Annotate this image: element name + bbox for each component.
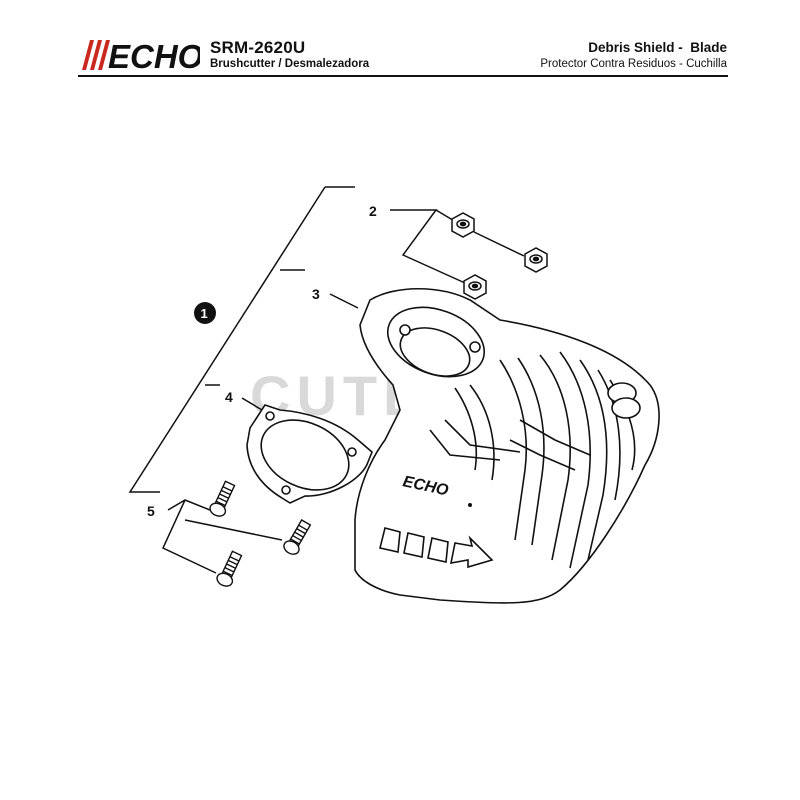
plate-part (246, 404, 373, 504)
brand-logo-text: ECHO (108, 38, 200, 72)
page-header: ECHO SRM-2620U Brushcutter / Desmalezado… (0, 0, 800, 90)
rotation-arrows (379, 527, 494, 569)
section-title: Debris Shield - Blade (588, 40, 727, 55)
bolt-icon (216, 550, 243, 587)
product-type: Brushcutter / Desmalezadora (210, 58, 370, 70)
callout-assembly: 1 (201, 306, 208, 321)
callout-bolt: 5 (147, 503, 155, 519)
callout-nut: 2 (369, 203, 377, 219)
callout-debris-shield: 3 (312, 286, 320, 302)
echo-logo: ECHO (82, 38, 200, 72)
nut-icon (463, 274, 487, 300)
nut-icon (451, 212, 475, 238)
bolt-parts (209, 480, 312, 587)
nut-parts (451, 212, 548, 300)
section-subtitle: Protector Contra Residuos - Cuchilla (540, 58, 727, 70)
model-number: SRM-2620U (210, 38, 306, 57)
bolt-icon (283, 519, 312, 555)
callout-plate: 4 (225, 389, 233, 405)
debris-shield-part: ECHO (354, 288, 660, 604)
assembly-callout-circle (194, 302, 216, 324)
bolt-icon (209, 480, 236, 517)
header-rule (78, 75, 728, 77)
leader-lines (128, 186, 525, 574)
nut-icon (524, 247, 548, 273)
